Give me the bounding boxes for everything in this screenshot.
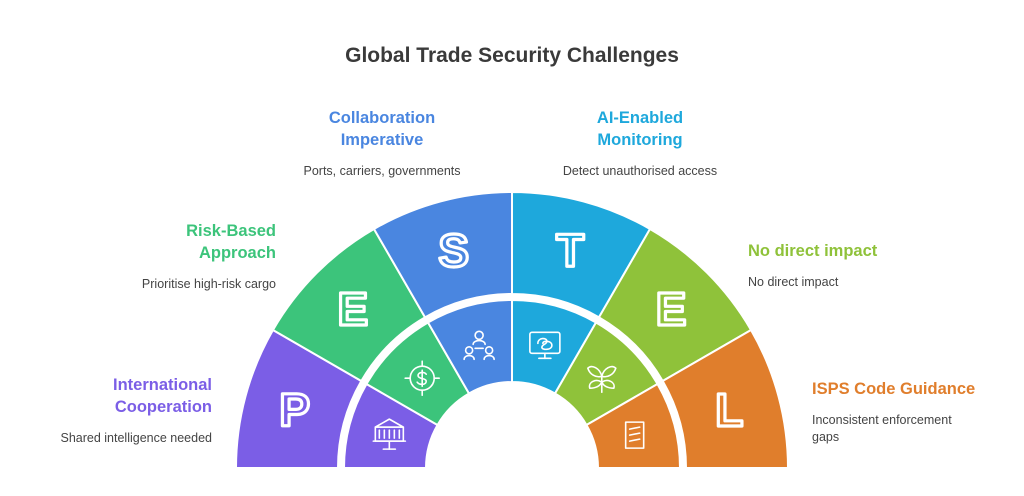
label-heading: International Cooperation	[112, 376, 212, 416]
segment-l-5: L	[585, 328, 790, 469]
label-ai-enabled-monitoring: AI-Enabled Monitoring Detect unauthorise…	[540, 107, 740, 180]
segment-t-3: T	[511, 190, 652, 395]
label-collaboration-imperative: Collaboration Imperative Ports, carriers…	[282, 107, 482, 180]
label-heading: ISPS Code Guidance	[812, 380, 976, 398]
label-description: No direct impact	[748, 275, 839, 289]
segment-p-0: P	[234, 328, 439, 469]
segment-letter: S	[438, 225, 469, 277]
label-description: Shared intelligence needed	[60, 431, 212, 445]
ai-monitor-icon	[529, 331, 561, 360]
dollar-target-icon	[404, 360, 440, 396]
label-heading: AI-Enabled Monitoring	[596, 109, 684, 149]
label-description: Detect unauthorised access	[562, 164, 718, 178]
label-international-cooperation: International Cooperation Shared intelli…	[40, 374, 212, 447]
label-risk-based-approach: Risk-Based Approach Prioritise high-risk…	[100, 220, 276, 293]
label-description: Ports, carriers, governments	[303, 164, 461, 178]
scroll-document-icon	[624, 421, 645, 449]
label-description: Prioritise high-risk cargo	[141, 277, 276, 291]
segment-letter: E	[338, 283, 369, 335]
leaf-plant-icon	[587, 365, 617, 393]
inner-segment	[585, 382, 682, 469]
people-network-icon	[463, 330, 495, 361]
label-no-direct-impact: No direct impact No direct impact	[748, 240, 948, 291]
segment-letter: E	[656, 283, 687, 335]
label-heading: Risk-Based Approach	[186, 222, 276, 262]
segment-letter: T	[556, 225, 584, 277]
segment-letter: P	[279, 384, 310, 436]
label-isps-code-guidance: ISPS Code Guidance Inconsistent enforcem…	[812, 378, 1012, 446]
label-heading: No direct impact	[748, 242, 878, 260]
segment-letter: L	[715, 384, 743, 436]
segment-e-4: E	[553, 227, 753, 427]
government-building-icon	[372, 418, 407, 450]
page-title: Global Trade Security Challenges	[345, 44, 679, 67]
label-description: Inconsistent enforcement gaps	[812, 413, 952, 444]
outer-segment	[661, 328, 790, 469]
label-heading: Collaboration Imperative	[328, 109, 436, 149]
